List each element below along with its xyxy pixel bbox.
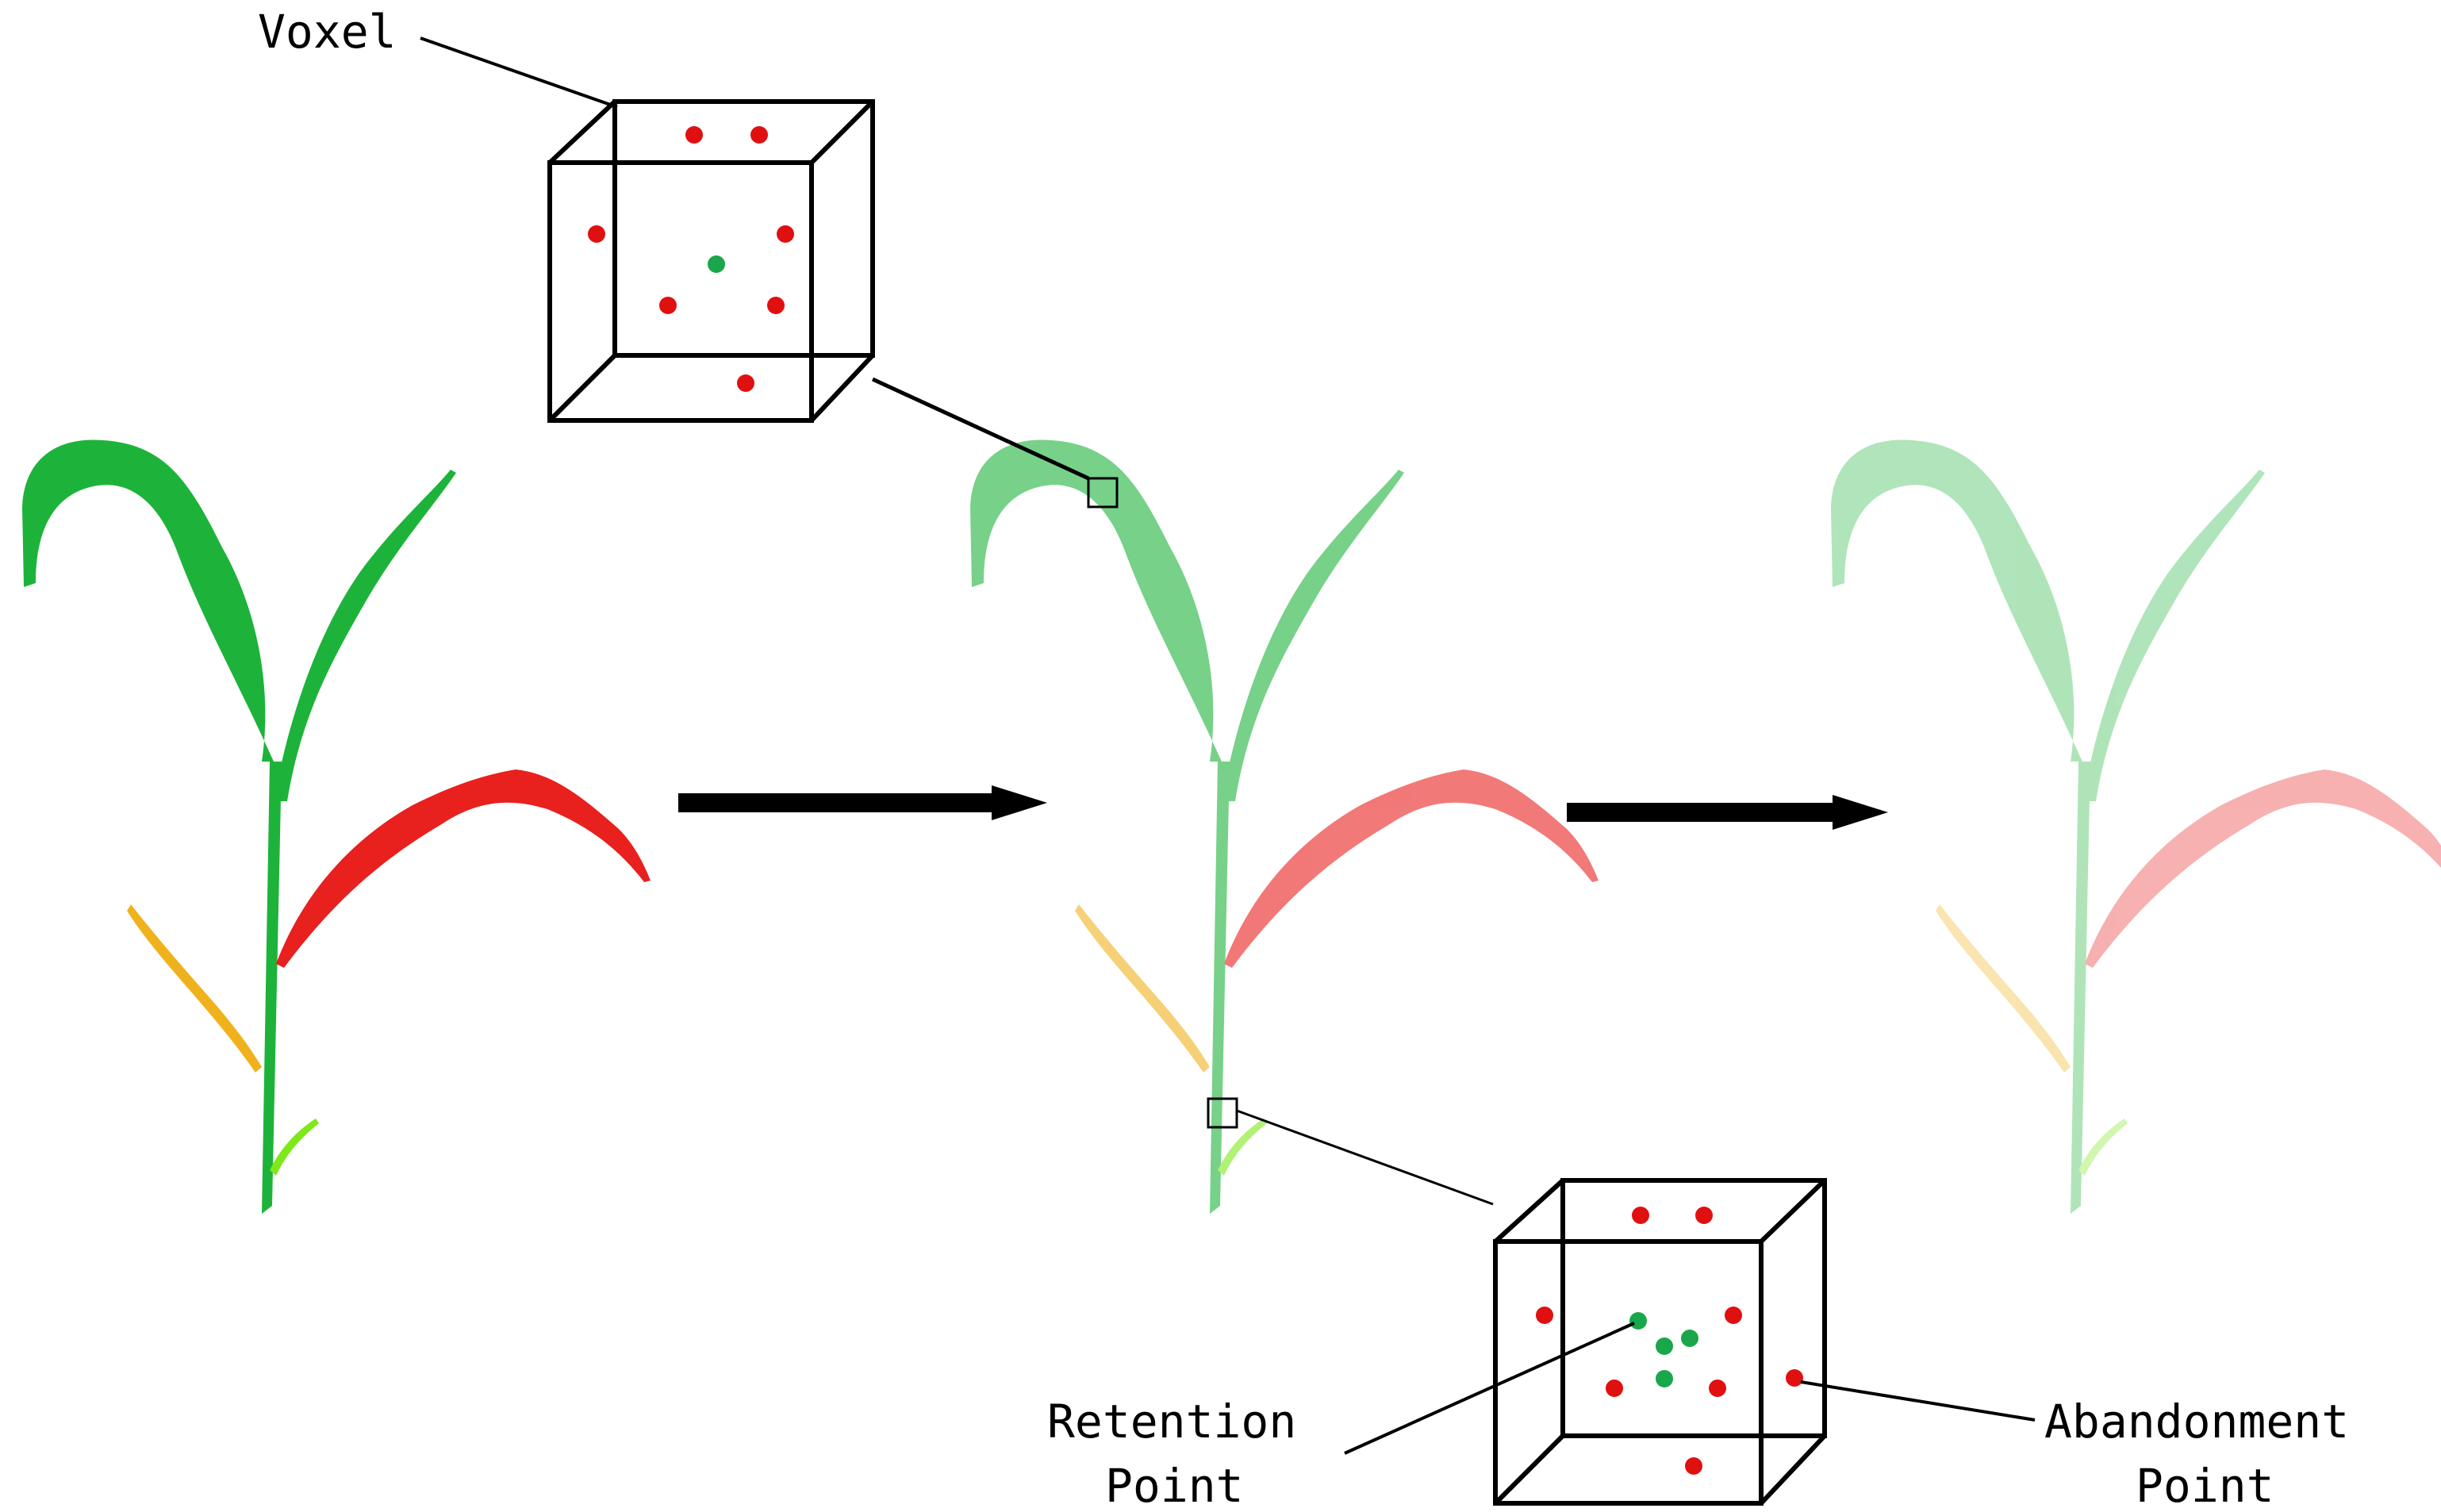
voxel-label: Voxel — [258, 5, 397, 59]
abandonment-point — [1536, 1307, 1553, 1324]
abandonment-label-line2: Point — [2136, 1459, 2274, 1512]
retention-label-line2: Point — [1105, 1459, 1244, 1512]
retention-point — [708, 255, 725, 273]
abandonment-point — [685, 126, 703, 144]
abandonment-point — [1632, 1207, 1649, 1224]
voxel-points-bottom — [1536, 1207, 1803, 1475]
voxel-leader-line — [420, 36, 618, 109]
abandonment-point — [1709, 1380, 1726, 1397]
connector-bottom — [1207, 1097, 1494, 1206]
abandonment-point — [737, 374, 754, 392]
plant-original — [22, 439, 651, 1214]
abandonment-point — [767, 297, 785, 314]
arrow-1 — [678, 785, 1047, 820]
abandonment-point — [1606, 1380, 1623, 1397]
abandonment-leader-line — [1800, 1380, 2036, 1422]
retention-label-line1: Retention — [1047, 1395, 1296, 1449]
abandonment-point — [659, 297, 677, 314]
arrow-2 — [1567, 795, 1888, 830]
retention-point — [1656, 1337, 1673, 1355]
retention-point — [1681, 1330, 1698, 1347]
abandonment-point — [777, 225, 794, 243]
voxel-cube-bottom — [1493, 1178, 1827, 1506]
retention-leader-line — [1344, 1322, 1635, 1455]
retention-point — [1656, 1370, 1673, 1387]
abandonment-label-line1: Abandonment — [2044, 1395, 2349, 1449]
abandonment-point — [588, 225, 605, 243]
connector-top — [871, 377, 1119, 508]
abandonment-point — [1695, 1207, 1713, 1224]
abandonment-point — [1685, 1457, 1702, 1475]
abandonment-point — [750, 126, 768, 144]
abandonment-point — [1786, 1369, 1803, 1387]
plant-voxelized — [970, 439, 1599, 1214]
voxel-cube-top — [547, 99, 875, 423]
voxel-points-top — [588, 126, 794, 392]
plant-downsampled — [1831, 439, 2441, 1214]
abandonment-point — [1725, 1307, 1742, 1324]
retention-point — [1629, 1312, 1647, 1330]
